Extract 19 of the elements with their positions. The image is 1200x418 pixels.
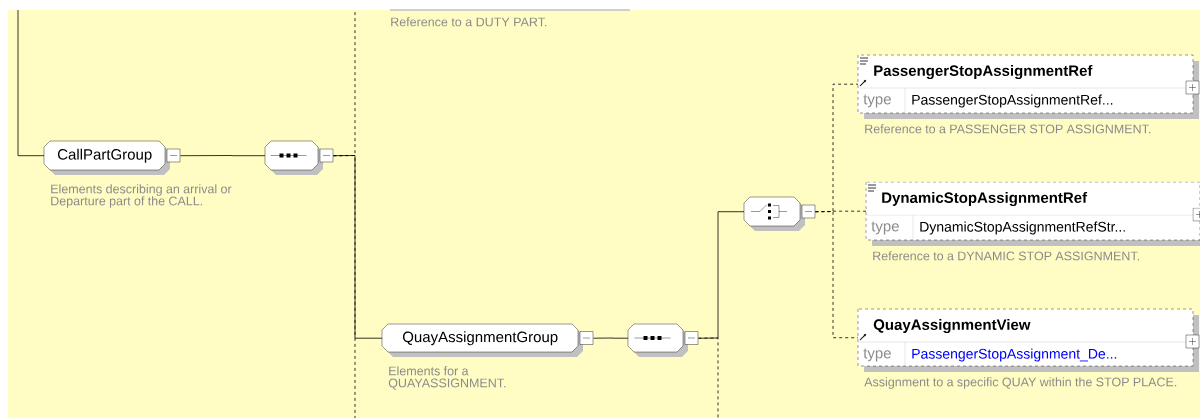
connector-line (593, 337, 629, 339)
description-text: Reference to a PASSENGER STOP ASSIGNMENT. (865, 124, 1151, 134)
description-text: Reference to a DUTY PART. (391, 17, 547, 27)
connector-line (333, 155, 383, 339)
element-box: PassengerStopAssignmentRef type PassengerStopAssignmentRef... (857, 54, 1199, 119)
description-text: Elements describing an arrival or Departure part of the CALL. (51, 184, 232, 208)
connector-line (333, 155, 356, 418)
group-box: QuayAssignmentGroup (381, 323, 583, 357)
description-text: Reference to a DYNAMIC STOP ASSIGNMENT. (873, 251, 1139, 261)
connector-line (698, 337, 719, 418)
group-box: CallPartGroup (43, 140, 170, 175)
element-box: QuayAssignmentView type PassengerStopAssignment_De... (857, 308, 1199, 372)
element-box: DynamicStopAssignmentRef type DynamicStopAssignmentRefStr... (865, 181, 1200, 246)
connector-line (815, 211, 859, 339)
connector-line (17, 9, 45, 157)
description-text: Assignment to a specific QUAY within the STOP PLACE. (864, 377, 1177, 389)
connector-line (698, 211, 745, 339)
connector-line (180, 155, 266, 157)
description-text: Elements for a QUAYASSIGNMENT. (388, 366, 506, 390)
